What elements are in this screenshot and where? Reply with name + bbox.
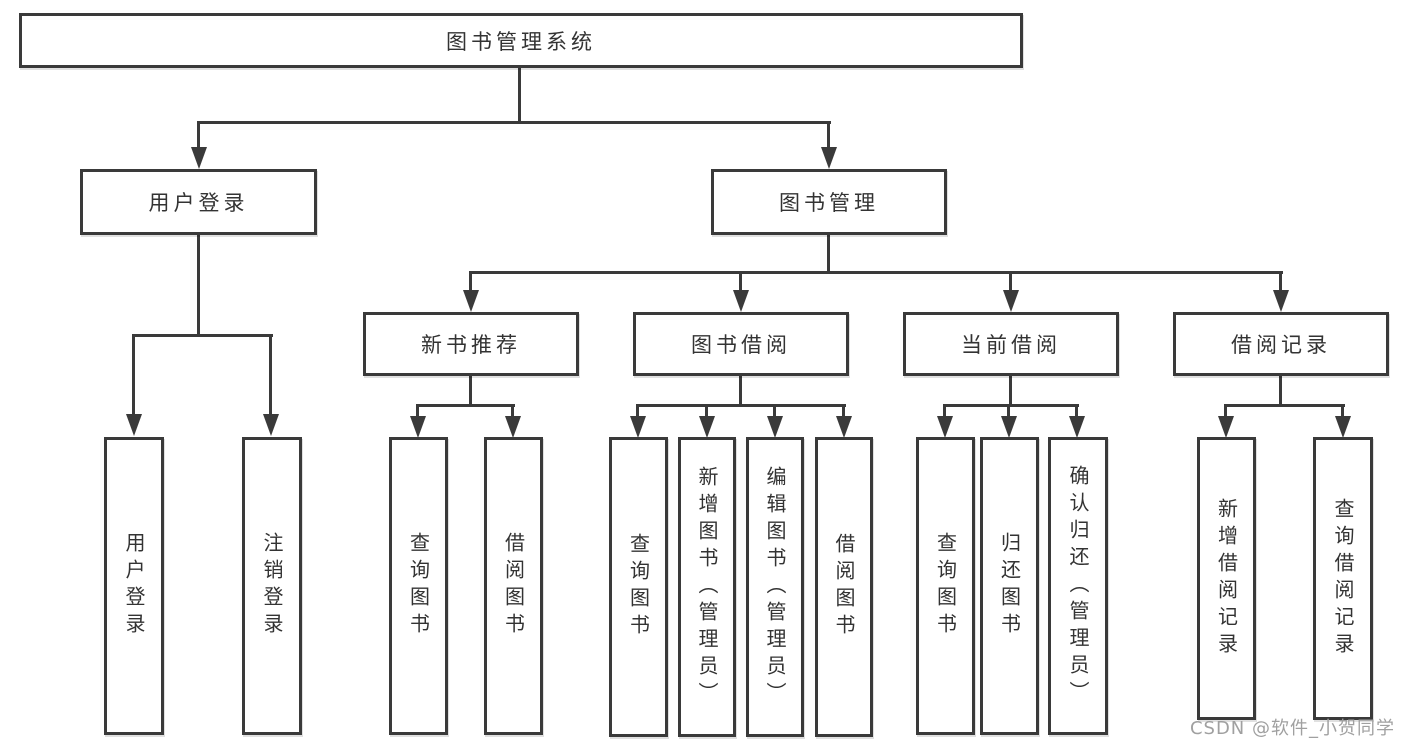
arrow-down-icon <box>1069 404 1085 438</box>
arrow-down-icon <box>699 404 715 438</box>
arrow-down-icon <box>463 271 479 312</box>
arrow-down-icon <box>937 404 953 438</box>
arrow-down-icon <box>263 334 279 436</box>
connector-currentborrow-stub <box>1009 376 1012 406</box>
leaf-logout: 注销登录 <box>242 437 302 735</box>
leaf-query-books: 查询图书 <box>916 437 975 735</box>
leaf-add-borrow-record: 新增借阅记录 <box>1197 437 1256 720</box>
connector-level2-split <box>198 121 831 124</box>
arrow-down-icon <box>1001 404 1017 438</box>
node-root-system: 图书管理系统 <box>19 13 1023 68</box>
connector-root-stub <box>518 68 521 122</box>
leaf-query-books: 查询图书 <box>389 437 448 735</box>
node-book-borrow: 图书借阅 <box>633 312 849 376</box>
arrow-down-icon <box>821 121 837 169</box>
arrow-down-icon <box>1335 404 1351 438</box>
leaf-query-books: 查询图书 <box>609 437 668 737</box>
arrow-down-icon <box>767 404 783 438</box>
connector-bookborrow-split <box>636 404 846 407</box>
arrow-down-icon <box>410 404 426 438</box>
connector-bookmgmt-stub <box>827 234 830 273</box>
connector-currentborrow-split <box>943 404 1079 407</box>
node-book-management: 图书管理 <box>711 169 947 235</box>
arrow-down-icon <box>505 404 521 438</box>
connector-records-split <box>1224 404 1345 407</box>
connector-newbooks-split <box>416 404 515 407</box>
connector-records-stub <box>1279 376 1282 406</box>
connector-userlogin-stub <box>197 234 200 337</box>
arrow-down-icon <box>1273 271 1289 312</box>
leaf-add-books-admin: 新增图书（管理员） <box>678 437 736 737</box>
leaf-borrow-books: 借阅图书 <box>484 437 543 735</box>
arrow-down-icon <box>733 271 749 312</box>
leaf-query-borrow-record: 查询借阅记录 <box>1313 437 1373 720</box>
leaf-user-login: 用户登录 <box>104 437 164 735</box>
node-borrow-records: 借阅记录 <box>1173 312 1389 376</box>
node-user-login: 用户登录 <box>80 169 317 235</box>
arrow-down-icon <box>191 121 207 169</box>
node-current-borrow: 当前借阅 <box>903 312 1119 376</box>
leaf-confirm-return-admin: 确认归还（管理员） <box>1048 437 1108 735</box>
node-new-books: 新书推荐 <box>363 312 579 376</box>
watermark-text: CSDN @软件_小贺同学 <box>1189 718 1395 739</box>
arrow-down-icon <box>836 404 852 438</box>
leaf-edit-books-admin: 编辑图书（管理员） <box>746 437 804 737</box>
arrow-down-icon <box>630 404 646 438</box>
connector-bookborrow-stub <box>739 376 742 406</box>
arrow-down-icon <box>126 334 142 436</box>
leaf-return-books: 归还图书 <box>980 437 1039 735</box>
connector-userlogin-split <box>132 334 273 337</box>
arrow-down-icon <box>1218 404 1234 438</box>
arrow-down-icon <box>1003 271 1019 312</box>
leaf-borrow-books: 借阅图书 <box>815 437 873 737</box>
connector-newbooks-stub <box>469 376 472 406</box>
connector-level3-split <box>469 271 1283 274</box>
